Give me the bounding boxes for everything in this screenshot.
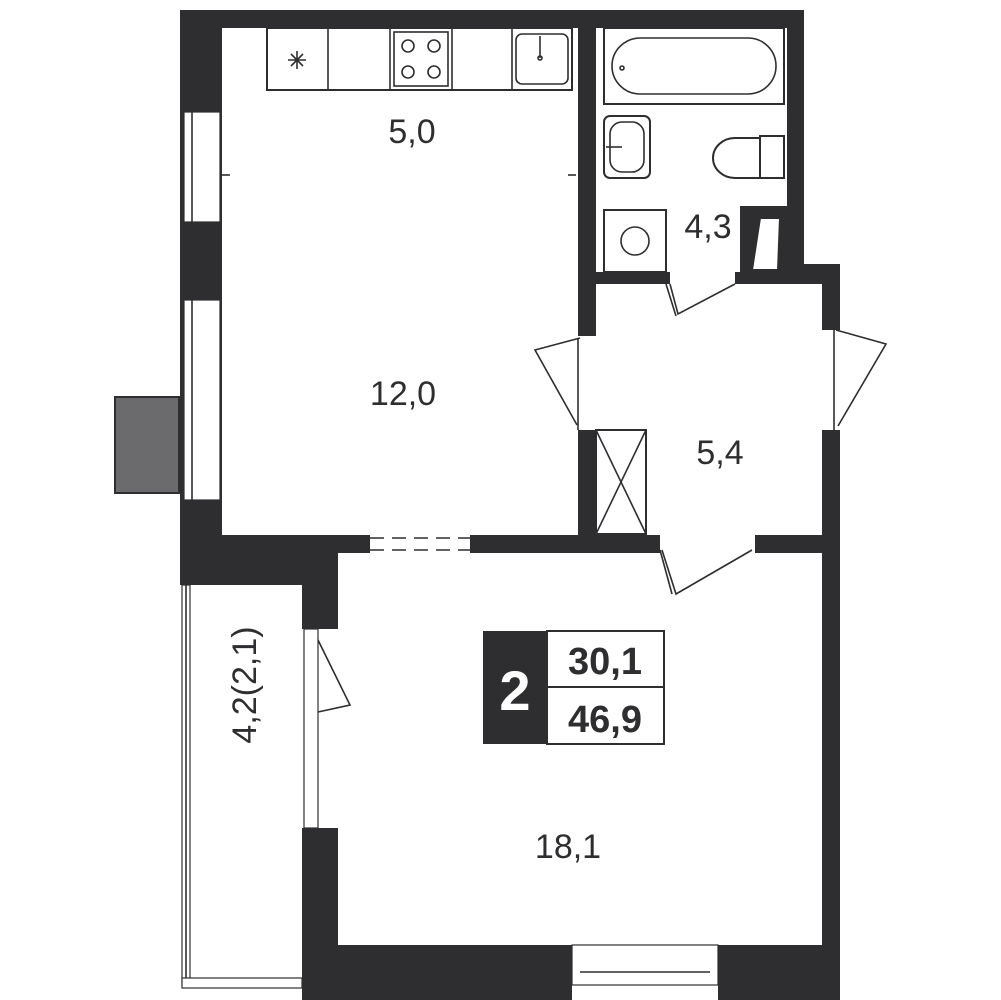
washer-icon xyxy=(603,209,667,273)
room-count-box xyxy=(483,631,547,744)
room-count: 2 xyxy=(499,659,530,722)
wall-top xyxy=(180,10,804,28)
washbasin-icon xyxy=(603,115,651,179)
stove-icon xyxy=(393,31,449,87)
wall-kitchen-living-a xyxy=(180,535,370,553)
shaft-inner xyxy=(750,217,782,271)
bathroom-fixtures xyxy=(603,27,785,273)
living-area: 30,1 xyxy=(568,641,642,683)
counter xyxy=(266,27,573,91)
window-living-bottom xyxy=(571,944,719,986)
label-kitchen-living: 12,0 xyxy=(370,375,436,413)
wall-bath-right xyxy=(787,10,804,284)
window-kitchen-lower xyxy=(183,299,221,501)
wall-living-left-a xyxy=(302,553,338,629)
wall-kitchen-hall-lower xyxy=(578,430,596,552)
wall-kitchen-bath xyxy=(578,10,596,336)
door-entrance xyxy=(835,329,888,427)
wall-hall-right xyxy=(822,264,840,330)
bathtub-icon xyxy=(603,27,785,105)
label-hallway: 5,4 xyxy=(696,434,743,472)
total-area: 46,9 xyxy=(568,699,642,741)
fridge-icon xyxy=(288,51,306,69)
window-kitchen-upper xyxy=(183,111,221,223)
wall-bottom-a xyxy=(302,945,572,1000)
label-bathroom: 4,3 xyxy=(684,208,731,246)
kitchen-counter xyxy=(266,27,573,91)
sink-icon xyxy=(515,33,569,85)
doors xyxy=(533,283,888,596)
wall-hall-living xyxy=(755,535,840,553)
radiator xyxy=(114,396,180,494)
balcony-door xyxy=(303,628,319,829)
wall-corner-block xyxy=(180,553,305,585)
label-balcony: 4,2(2,1) xyxy=(226,626,264,743)
label-living-room: 18,1 xyxy=(535,828,601,866)
balcony-bottom-edge xyxy=(181,977,303,989)
wall-bottom-b xyxy=(718,945,840,1000)
toilet-icon xyxy=(712,135,785,179)
wall-pier-left xyxy=(180,225,222,301)
door-living xyxy=(661,549,753,596)
door-bathroom xyxy=(669,283,736,316)
area-badge: 2 30,1 46,9 xyxy=(483,630,665,745)
wall-kitchen-living-b xyxy=(470,535,660,553)
door-kitchen-hall xyxy=(533,337,581,426)
opening-kitchen-living xyxy=(370,537,470,551)
label-kitchen-zone: 5,0 xyxy=(388,113,435,151)
wall-hall-right-low xyxy=(822,430,840,1000)
wall-bath-bottom-a xyxy=(578,272,670,284)
wardrobe-icon xyxy=(595,429,647,535)
windows xyxy=(181,111,719,989)
